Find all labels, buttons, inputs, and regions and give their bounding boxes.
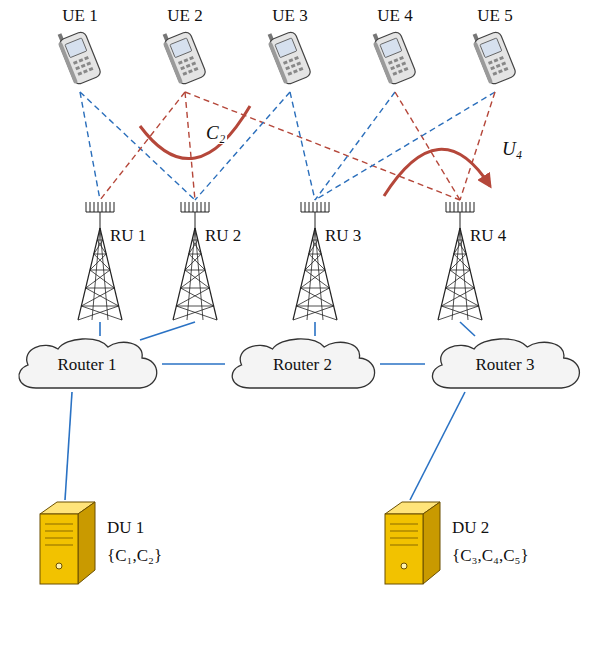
du-node: DU 1 {C₁,C₂}	[35, 500, 175, 588]
phone-icon	[55, 25, 102, 86]
fronthaul-link	[410, 392, 465, 500]
cluster-curve	[140, 106, 250, 159]
du-icon	[380, 500, 446, 586]
fronthaul-link	[460, 322, 475, 336]
node-label: Router 1	[12, 355, 162, 375]
fronthaul-link	[99, 322, 101, 336]
node-label: Router 3	[425, 355, 585, 375]
ru-icon	[265, 200, 375, 322]
radio-link	[195, 92, 290, 200]
node-label: UE 3	[255, 6, 325, 26]
node-label: Router 2	[225, 355, 380, 375]
phone-icon	[470, 25, 517, 86]
node-label: RU 4	[470, 226, 506, 246]
ue-icon	[460, 28, 530, 92]
ru-node: RU 2	[145, 200, 255, 322]
node-label: RU 1	[110, 226, 146, 246]
antenna-symbol	[446, 202, 474, 228]
node-label: {C₁,C₂}	[107, 546, 162, 566]
phone-icon	[265, 25, 312, 86]
router-node: Router 3	[425, 336, 585, 392]
ue-node: UE 4	[360, 6, 430, 92]
radio-link	[290, 92, 315, 200]
antenna-symbol	[86, 202, 114, 228]
node-label: RU 3	[325, 226, 361, 246]
cluster-curve	[384, 149, 490, 196]
ue-node: UE 5	[460, 6, 530, 92]
node-label: UE 4	[360, 6, 430, 26]
radio-link	[80, 92, 195, 200]
fronthaul-link	[65, 392, 72, 500]
router-node: Router 2	[225, 336, 380, 392]
node-label: DU 2	[452, 518, 489, 538]
radio-link	[185, 92, 460, 200]
ru-node: RU 3	[265, 200, 375, 322]
ue-icon	[150, 28, 220, 92]
node-label: UE 2	[150, 6, 220, 26]
fronthaul-link	[162, 363, 225, 365]
ru-node: RU 4	[410, 200, 520, 322]
ue-node: UE 3	[255, 6, 325, 92]
ue-icon	[45, 28, 115, 92]
radio-link	[460, 92, 495, 200]
ru-icon	[50, 200, 160, 322]
node-label: {C₃,C₄,C₅}	[452, 546, 529, 566]
fronthaul-link	[314, 322, 316, 336]
ue-icon	[255, 28, 325, 92]
ru-icon	[145, 200, 255, 322]
fronthaul-link	[380, 363, 425, 365]
radio-link	[315, 92, 495, 200]
ue-icon	[360, 28, 430, 92]
node-label: UE 5	[460, 6, 530, 26]
ue-node: UE 2	[150, 6, 220, 92]
router-node: Router 1	[12, 336, 162, 392]
node-label: DU 1	[107, 518, 144, 538]
antenna-symbol	[181, 202, 209, 228]
radio-link	[315, 92, 395, 200]
fronthaul-link	[140, 322, 195, 340]
du-icon	[35, 500, 101, 586]
radio-link	[185, 92, 195, 200]
set-label: C₂	[204, 122, 227, 144]
server-symbol	[385, 502, 440, 584]
node-label: RU 2	[205, 226, 241, 246]
du-node: DU 2 {C₃,C₄,C₅}	[380, 500, 550, 588]
radio-link	[100, 92, 185, 200]
phone-icon	[370, 25, 417, 86]
set-label: U₄	[500, 138, 524, 160]
ue-node: UE 1	[45, 6, 115, 92]
server-symbol	[40, 502, 95, 584]
antenna-symbol	[301, 202, 329, 228]
phone-icon	[160, 25, 207, 86]
ru-icon	[410, 200, 520, 322]
ru-node: RU 1	[50, 200, 160, 322]
node-label: UE 1	[45, 6, 115, 26]
